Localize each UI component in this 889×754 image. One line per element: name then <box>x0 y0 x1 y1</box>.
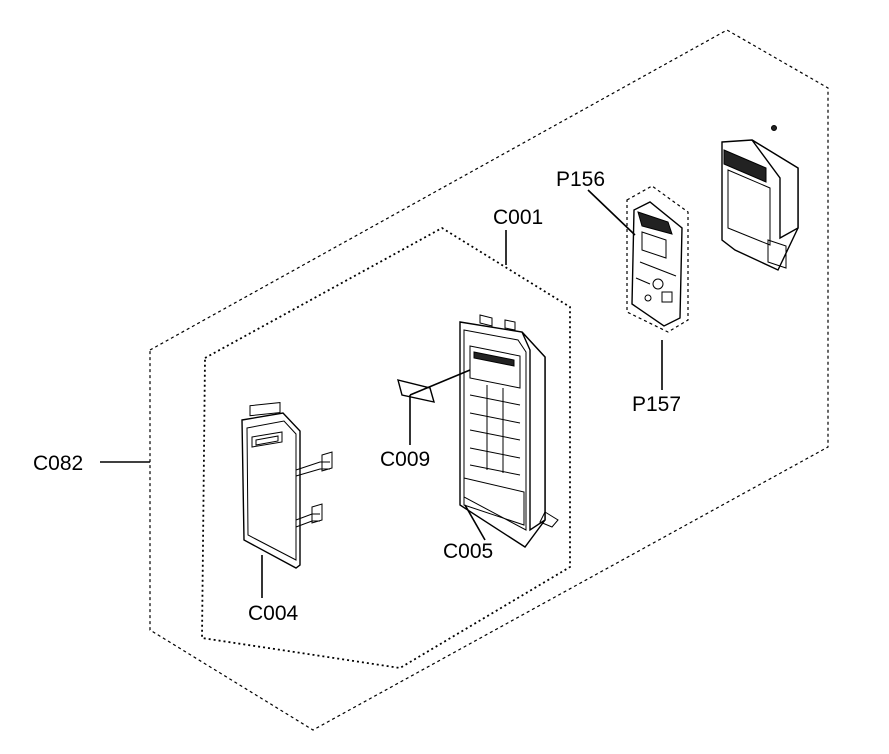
label-p156: P156 <box>556 168 605 191</box>
pcb-group-outline <box>626 185 689 333</box>
keypad-membrane-part <box>241 402 333 569</box>
leader-c009-b <box>409 369 471 396</box>
label-c082: C082 <box>33 452 83 475</box>
label-c004: C004 <box>248 602 299 625</box>
label-p157: P157 <box>632 393 681 416</box>
label-c009: C009 <box>380 448 430 471</box>
pcb-board-part <box>631 201 683 327</box>
control-panel-housing-part <box>459 314 559 548</box>
leader-p156 <box>587 189 636 236</box>
outer-assembly-outline <box>149 29 829 731</box>
small-lens-part <box>397 379 435 403</box>
label-c001: C001 <box>493 206 543 229</box>
leader-c005 <box>464 504 486 541</box>
rear-bracket-part <box>721 125 799 271</box>
inner-assembly-outline <box>201 226 571 669</box>
label-c005: C005 <box>443 540 493 563</box>
